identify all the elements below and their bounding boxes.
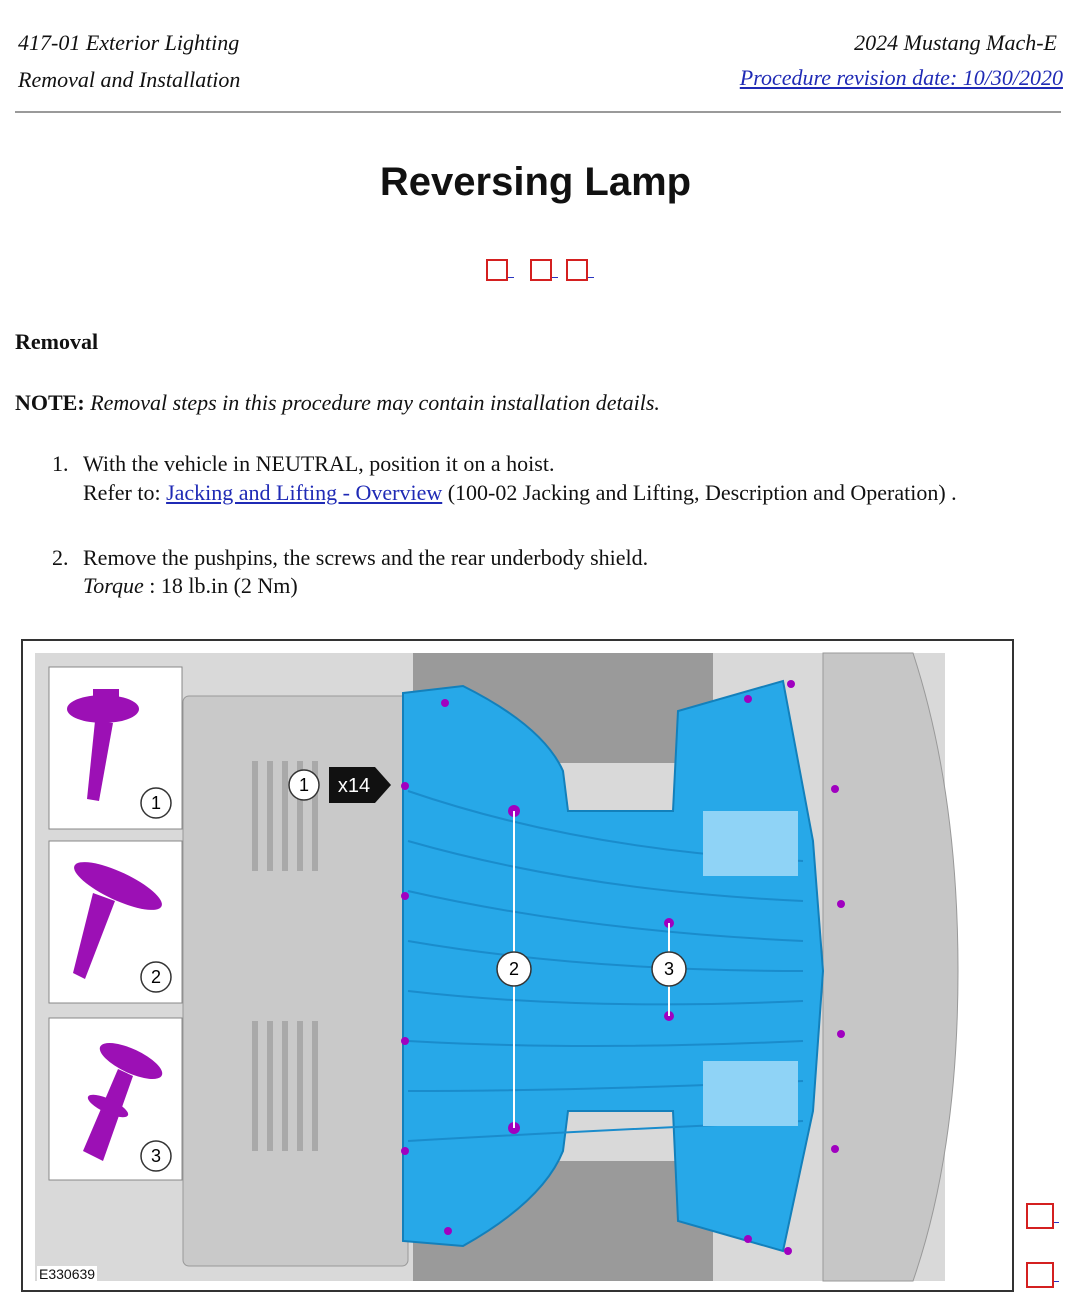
screw-icon [67,689,139,801]
step-2-torque: Torque : 18 lb.in (2 Nm) [83,573,298,599]
revision-date-link[interactable]: Procedure revision date: 10/30/2020 [739,65,1063,90]
link-dash [1054,1281,1059,1282]
legend-number-1: 1 [151,793,161,813]
link-dash [1054,1222,1059,1223]
legend-number-3: 3 [151,1146,161,1166]
ref-tail: (100-02 Jacking and Lifting, Description… [447,480,957,505]
link-dash [588,277,594,278]
bolt-icon [73,862,162,979]
section-title: 417-01 Exterior Lighting [18,30,240,55]
step-number: 2. [52,545,69,570]
illustration-svg: 1 2 3 1 x14 2 3 [35,652,959,1282]
broken-image-icon[interactable] [1026,1203,1054,1229]
vehicle-name: 2024 Mustang Mach-E [854,30,1057,55]
broken-image-icon[interactable] [1026,1262,1054,1288]
legend-box-2 [48,840,183,1004]
note-text: Removal steps in this procedure may cont… [90,390,660,415]
torque-value: : 18 lb.in (2 Nm) [149,573,298,598]
step-1-text: With the vehicle in NEUTRAL, position it… [83,451,555,476]
broken-image-icon[interactable] [530,259,552,281]
step-2-text: Remove the pushpins, the screws and the … [83,545,649,570]
broken-image-icon[interactable] [486,259,508,281]
callout-3: 3 [664,959,674,979]
note: NOTE: Removal steps in this procedure ma… [15,390,660,416]
subsection-title: Removal and Installation [18,67,241,92]
page-title: Reversing Lamp [379,160,692,204]
link-dash [552,277,558,278]
link-dash [508,277,514,278]
fender [822,652,959,1282]
step-1-reference: Refer to: Jacking and Lifting - Overview… [83,480,957,506]
callout-1: 1 [299,775,309,795]
callout-arrow [329,767,391,803]
step-number: 1. [52,451,69,476]
shield-panel [703,811,798,876]
note-label: NOTE: [15,390,85,415]
ref-label: Refer to: [83,480,161,505]
figure-id: E330639 [37,1266,98,1282]
callout-quantity: x14 [338,775,370,797]
removal-heading: Removal [15,329,99,354]
shield-panel [703,1061,798,1126]
broken-image-icon[interactable] [566,259,588,281]
pushpin-icon [83,1042,163,1161]
underbody-shield-illustration: 1 2 3 1 x14 2 3 E330639 [21,639,1014,1292]
jacking-lifting-link[interactable]: Jacking and Lifting - Overview [166,480,443,505]
header-divider [15,111,1061,113]
legend-number-2: 2 [151,967,161,987]
callout-2: 2 [509,959,519,979]
torque-label: Torque [83,573,144,598]
